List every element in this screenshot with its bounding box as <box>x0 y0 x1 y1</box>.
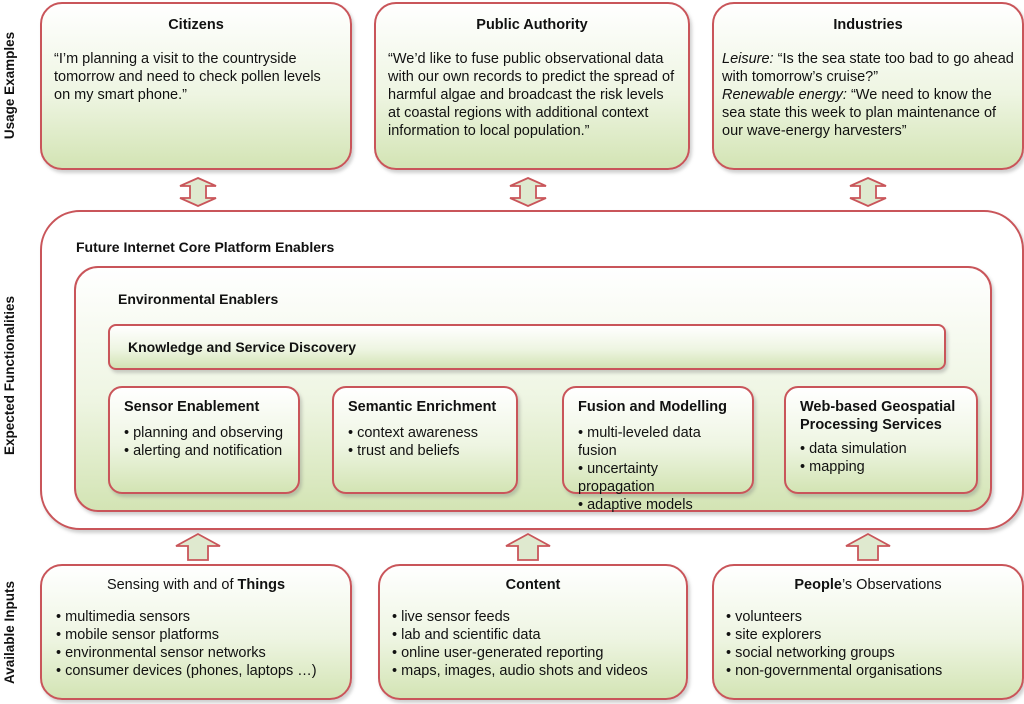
list-item: volunteers <box>726 608 1022 626</box>
list-item: multimedia sensors <box>56 608 350 626</box>
list-item: data simulation <box>800 440 962 458</box>
people-title-suffix: ’s Observations <box>841 577 942 593</box>
list-item: maps, images, audio shots and videos <box>392 662 686 680</box>
knowledge-title: Knowledge and Service Discovery <box>128 339 356 355</box>
env-title: Environmental Enablers <box>118 291 279 307</box>
geospatial-processing-box: Web-based Geospatial Processing Services… <box>784 386 978 494</box>
content-list: live sensor feeds lab and scientific dat… <box>380 608 686 680</box>
things-list: multimedia sensors mobile sensor platfor… <box>42 608 350 680</box>
list-item: online user-generated reporting <box>392 644 686 662</box>
list-item: adaptive models <box>578 496 738 514</box>
list-item: site explorers <box>726 626 1022 644</box>
semantic-enrichment-box: Semantic Enrichment context awareness tr… <box>332 386 518 494</box>
side-label-expected-text: Expected Functionalities <box>2 295 18 455</box>
things-title: Sensing with and of Things <box>42 576 350 594</box>
things-title-bold: Things <box>237 577 286 593</box>
platform-box: Future Internet Core Platform Enablers E… <box>40 210 1024 530</box>
fusion-modelling-box: Fusion and Modelling multi-leveled data … <box>562 386 754 513</box>
up-arrow-icon <box>845 532 891 561</box>
industries-box: Industries Leisure: “Is the sea state to… <box>712 2 1024 170</box>
citizens-title: Citizens <box>168 17 224 33</box>
side-label-inputs-text: Available Inputs <box>2 580 18 684</box>
geospatial-processing-title: Web-based Geospatial Processing Services <box>800 399 956 433</box>
geospatial-processing-list: data simulation mapping <box>800 440 962 476</box>
public-authority-quote: “We’d like to fuse public observational … <box>388 51 675 139</box>
sensor-enablement-box: Sensor Enablement planning and observing… <box>108 386 300 494</box>
list-item: trust and beliefs <box>348 442 502 460</box>
things-box: Sensing with and of Things multimedia se… <box>40 564 352 700</box>
sensor-enablement-title: Sensor Enablement <box>124 399 260 415</box>
list-item: uncertainty propagation <box>578 460 738 496</box>
fusion-modelling-list: multi-leveled data fusion uncertainty pr… <box>578 424 738 514</box>
double-arrow-icon <box>509 177 547 207</box>
renewable-text: “We need to know the sea state this week… <box>722 87 997 139</box>
people-title-bold: People <box>794 577 842 593</box>
list-item: social networking groups <box>726 644 1022 662</box>
content-box: Content live sensor feeds lab and scient… <box>378 564 688 700</box>
list-item: non-governmental organisations <box>726 662 1022 680</box>
list-item: environmental sensor networks <box>56 644 350 662</box>
platform-title: Future Internet Core Platform Enablers <box>76 239 335 255</box>
up-arrow-icon <box>505 532 551 561</box>
citizens-box: Citizens “I’m planning a visit to the co… <box>40 2 352 170</box>
up-arrow-icon <box>175 532 221 561</box>
semantic-enrichment-title: Semantic Enrichment <box>348 399 497 415</box>
double-arrow-icon <box>179 177 217 207</box>
leisure-text: “Is the sea state too bad to go ahead wi… <box>722 51 1014 85</box>
industries-quote: Leisure: “Is the sea state too bad to go… <box>714 50 1022 140</box>
content-title: Content <box>505 577 561 593</box>
sensor-enablement-list: planning and observing alerting and noti… <box>124 424 284 460</box>
leisure-label: Leisure: <box>722 51 774 67</box>
side-label-usage-examples: Usage Examples <box>0 0 20 170</box>
list-item: mobile sensor platforms <box>56 626 350 644</box>
side-label-expected-functionalities: Expected Functionalities <box>0 210 20 540</box>
list-item: context awareness <box>348 424 502 442</box>
public-authority-box: Public Authority “We’d like to fuse publ… <box>374 2 690 170</box>
fusion-modelling-title: Fusion and Modelling <box>578 399 728 415</box>
list-item: planning and observing <box>124 424 284 442</box>
environmental-enablers-box: Environmental Enablers Knowledge and Ser… <box>74 266 992 513</box>
knowledge-service-discovery-box: Knowledge and Service Discovery <box>108 324 946 370</box>
side-label-usage-text: Usage Examples <box>2 31 18 139</box>
list-item: alerting and notification <box>124 442 284 460</box>
list-item: lab and scientific data <box>392 626 686 644</box>
double-arrow-icon <box>849 177 887 207</box>
public-authority-title: Public Authority <box>476 17 588 33</box>
citizens-quote: “I’m planning a visit to the countryside… <box>54 51 321 103</box>
list-item: multi-leveled data fusion <box>578 424 738 460</box>
people-title: People’s Observations <box>714 576 1022 594</box>
people-box: People’s Observations volunteers site ex… <box>712 564 1024 700</box>
renewable-label: Renewable energy: <box>722 87 847 103</box>
side-label-available-inputs: Available Inputs <box>0 560 20 704</box>
people-list: volunteers site explorers social network… <box>714 608 1022 680</box>
list-item: mapping <box>800 458 962 476</box>
things-title-prefix: Sensing with and of <box>106 577 238 593</box>
industries-title: Industries <box>833 17 903 33</box>
list-item: live sensor feeds <box>392 608 686 626</box>
list-item: consumer devices (phones, laptops …) <box>56 662 350 680</box>
semantic-enrichment-list: context awareness trust and beliefs <box>348 424 502 460</box>
